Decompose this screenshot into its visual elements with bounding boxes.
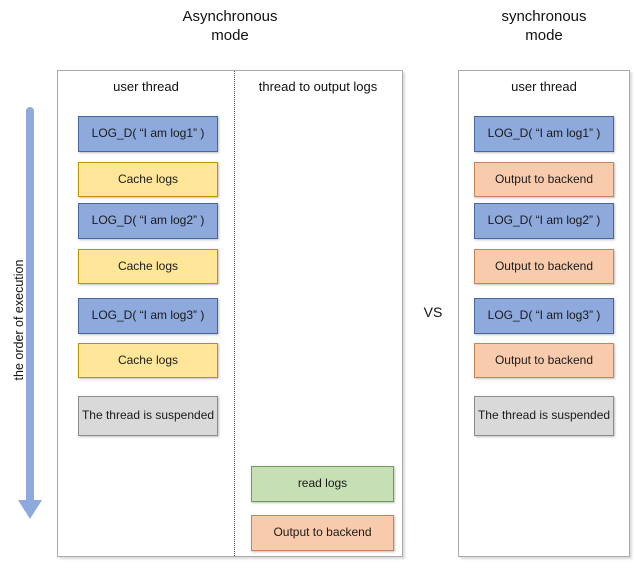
cache-logs-box: Cache logs [78, 343, 218, 378]
thread-suspended-box: The thread is suspended [78, 396, 218, 436]
log-call-box: LOG_D( “I am log1” ) [78, 116, 218, 152]
cache-logs-box: Cache logs [78, 162, 218, 197]
thread-suspended-box: The thread is suspended [474, 396, 614, 436]
async-user-thread-header: user thread [113, 79, 179, 94]
read-logs-box: read logs [251, 466, 394, 502]
vs-label: VS [423, 304, 443, 320]
output-backend-box: Output to backend [474, 343, 614, 378]
async-mode-title: Asynchronous mode [182, 8, 278, 44]
log-call-box: LOG_D( “I am log3” ) [78, 298, 218, 334]
log-call-box: LOG_D( “I am log2” ) [474, 203, 614, 239]
cache-logs-box: Cache logs [78, 249, 218, 284]
log-call-box: LOG_D( “I am log1” ) [474, 116, 614, 152]
output-backend-box: Output to backend [474, 249, 614, 284]
sync-mode-title: synchronous mode [501, 8, 587, 44]
output-backend-box: Output to backend [251, 515, 394, 551]
sync-user-thread-header: user thread [511, 79, 577, 94]
sync-mode-panel: user thread LOG_D( “I am log1” ) Output … [458, 70, 630, 557]
log-call-box: LOG_D( “I am log3” ) [474, 298, 614, 334]
execution-order-arrow-shaft [26, 107, 34, 502]
thread-divider-dotted-line [234, 71, 235, 556]
execution-order-axis-label: the order of execution [12, 259, 26, 381]
execution-order-arrow-head-icon [18, 500, 42, 519]
log-call-box: LOG_D( “I am log2” ) [78, 203, 218, 239]
async-mode-panel: user thread thread to output logs LOG_D(… [57, 70, 403, 557]
async-output-thread-header: thread to output logs [258, 79, 378, 94]
output-backend-box: Output to backend [474, 162, 614, 197]
